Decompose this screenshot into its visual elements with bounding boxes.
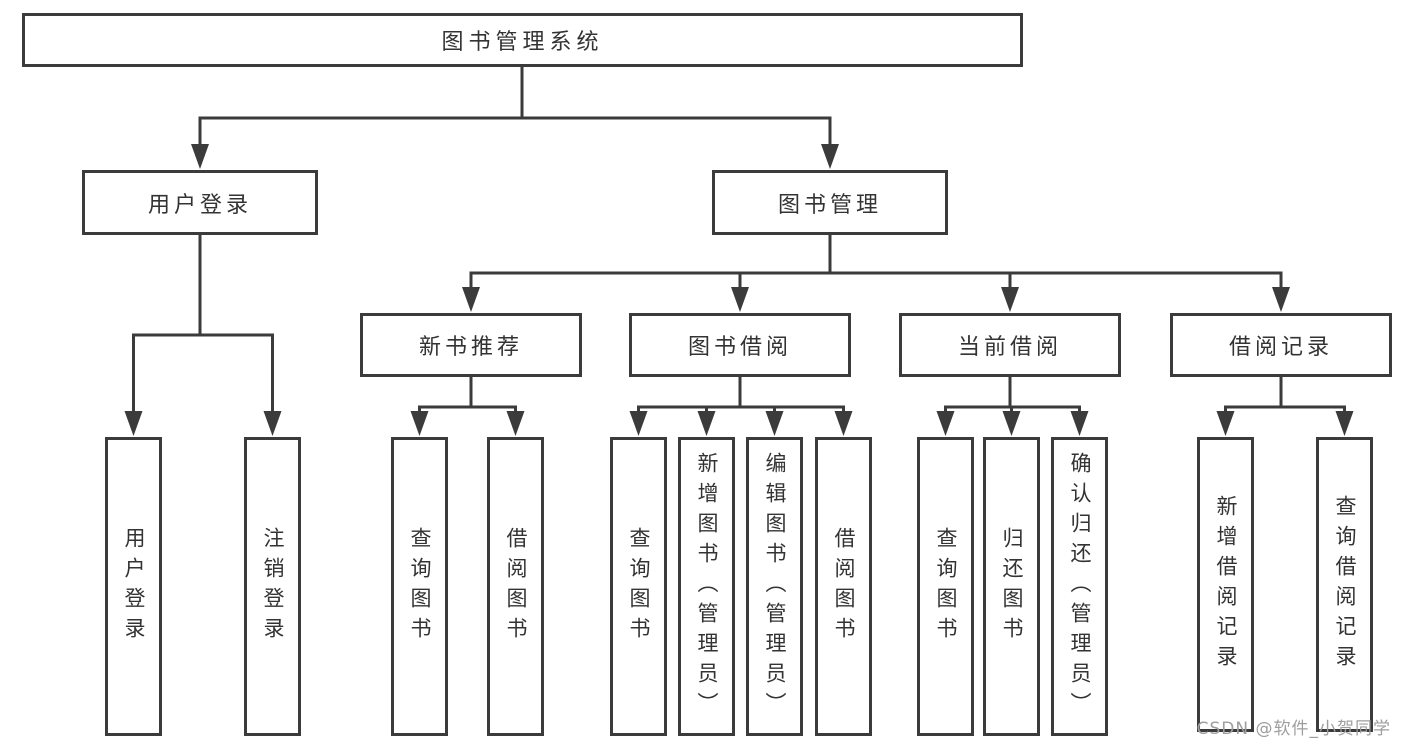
arrow-down-icon [731, 287, 749, 312]
leaf-user-login: 用户登录 [105, 437, 162, 736]
arrow-down-icon [1335, 411, 1354, 436]
leaf-cb-query-books: 查询图书 [917, 437, 974, 736]
leaf-cb-return-books: 归还图书 [983, 437, 1040, 736]
node-book-management: 图书管理 [712, 170, 948, 235]
csdn-watermark: CSDN @软件_小贺同学 [1196, 719, 1391, 739]
arrow-down-icon [191, 144, 209, 169]
leaf-br-query-record: 查询借阅记录 [1316, 437, 1373, 732]
arrow-down-icon [1272, 287, 1290, 312]
arrow-down-icon [410, 411, 429, 436]
leaf-br-add-record: 新增借阅记录 [1197, 437, 1254, 732]
arrow-down-icon [821, 144, 839, 169]
node-new-book-recommendation: 新书推荐 [360, 313, 582, 377]
leaf-bb-query-books: 查询图书 [610, 437, 667, 736]
arrow-down-icon [1002, 411, 1021, 436]
arrow-down-icon [697, 411, 716, 436]
arrow-down-icon [462, 287, 480, 312]
arrow-down-icon [629, 411, 648, 436]
leaf-nbr-borrow-books: 借阅图书 [487, 437, 544, 736]
arrow-down-icon [1070, 411, 1089, 436]
arrow-down-icon [1216, 411, 1235, 436]
leaf-bb-edit-books-admin: 编辑图书（管理员） [746, 437, 803, 736]
node-borrowing-records: 借阅记录 [1170, 313, 1392, 377]
arrow-down-icon [506, 411, 525, 436]
arrow-down-icon [263, 411, 282, 436]
node-user-login: 用户登录 [82, 170, 318, 235]
arrow-down-icon [834, 411, 853, 436]
node-current-borrowing: 当前借阅 [899, 313, 1121, 377]
node-book-borrowing: 图书借阅 [629, 313, 851, 377]
arrow-down-icon [1001, 287, 1019, 312]
leaf-bb-borrow-books: 借阅图书 [815, 437, 872, 736]
arrow-down-icon [765, 411, 784, 436]
arrow-down-icon [124, 411, 143, 436]
leaf-cb-confirm-return-admin: 确认归还（管理员） [1051, 437, 1108, 736]
leaf-nbr-query-books: 查询图书 [391, 437, 448, 736]
leaf-bb-add-books-admin: 新增图书（管理员） [678, 437, 735, 736]
leaf-logout: 注销登录 [244, 437, 301, 736]
arrow-down-icon [936, 411, 955, 436]
node-root: 图书管理系统 [22, 13, 1023, 67]
